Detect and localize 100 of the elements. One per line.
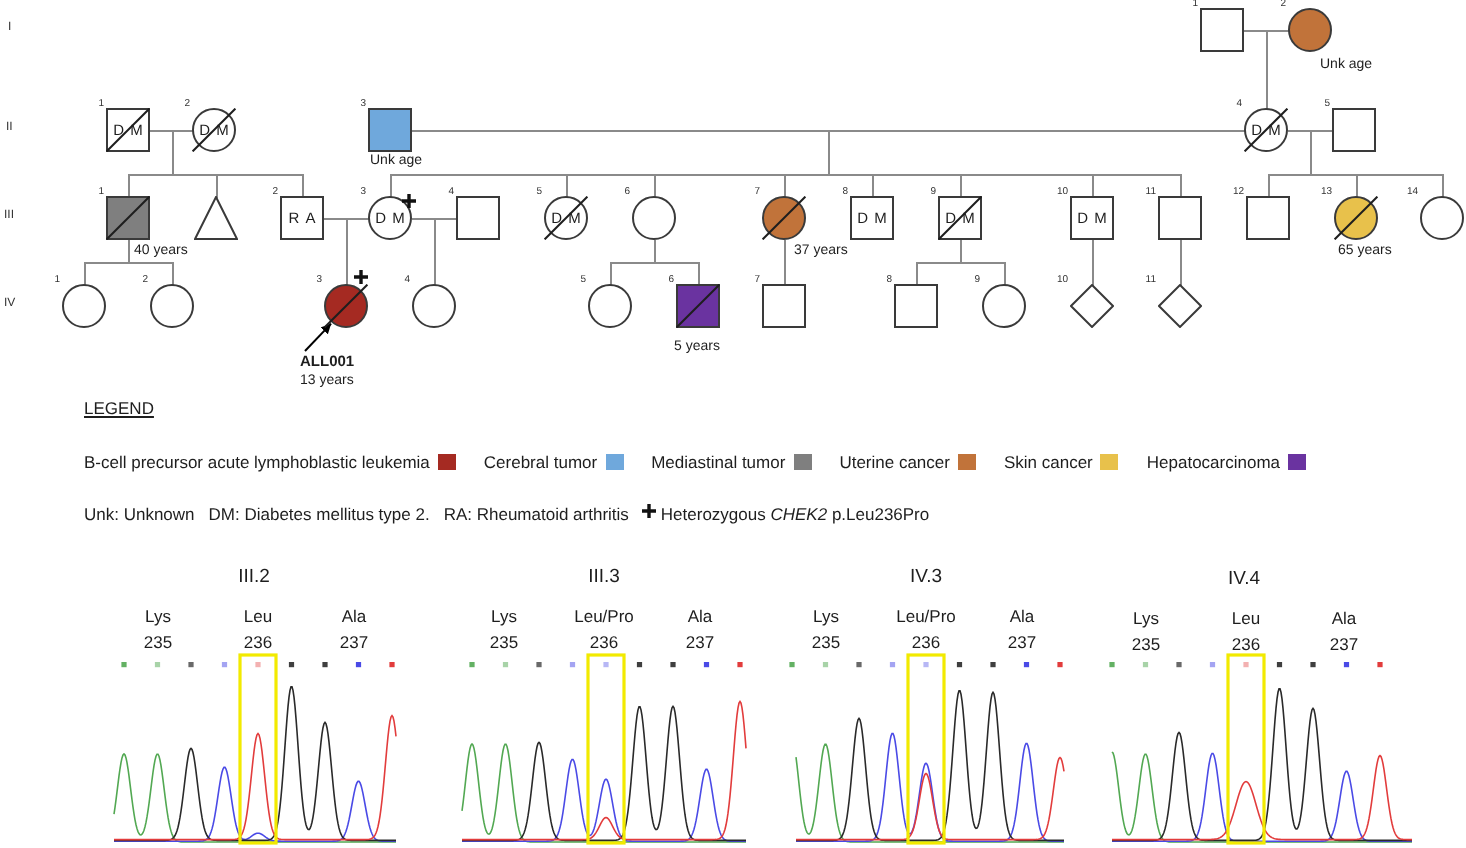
- circle-symbol: [62, 284, 106, 328]
- couple-line: [1244, 30, 1268, 32]
- sibship-line: [1268, 174, 1312, 176]
- descent-line: [1092, 240, 1094, 286]
- circle-symbol: [632, 196, 676, 240]
- couple-line: [1266, 30, 1290, 32]
- circle-symbol: [982, 284, 1026, 328]
- descent-line: [434, 218, 436, 286]
- square-symbol: [106, 196, 150, 240]
- sibship-line: [654, 174, 786, 176]
- descent-line: [390, 174, 392, 198]
- legend-label: Skin cancer: [1003, 454, 1093, 471]
- square-symbol: [676, 284, 720, 328]
- couple-line: [412, 218, 436, 220]
- codon-label: Ala 237: [685, 604, 715, 656]
- descent-line: [916, 262, 918, 286]
- descent-line: [566, 174, 568, 198]
- square-symbol: [456, 196, 500, 240]
- abbreviation-note: RA: Rheumatoid arthritis: [443, 506, 629, 523]
- descent-line: [84, 262, 86, 286]
- codon-label: Lys 235: [1131, 606, 1161, 658]
- descent-line: [1092, 174, 1094, 198]
- codon-label: Ala 237: [1329, 606, 1359, 658]
- sample-label: IV.4: [1227, 570, 1261, 589]
- square-symbol: [1332, 108, 1376, 152]
- codon-label: Leu 236: [1231, 606, 1261, 658]
- descent-line: [654, 240, 656, 264]
- circle-symbol: [324, 284, 368, 328]
- couple-line: [346, 218, 370, 220]
- sibship-line: [1310, 174, 1358, 176]
- circle-symbol: [412, 284, 456, 328]
- descent-line: [1180, 174, 1182, 198]
- square-symbol: [762, 284, 806, 328]
- square-symbol: [1246, 196, 1290, 240]
- legend-label: Heterozygous CHEK2 p.Leu236Pro: [660, 506, 930, 523]
- descent-line: [172, 130, 174, 176]
- sibship-line: [128, 174, 174, 176]
- couple-line: [828, 130, 1246, 132]
- circle-symbol: [762, 196, 806, 240]
- square-symbol: [1070, 196, 1114, 240]
- diamond-symbol: [1158, 284, 1202, 328]
- descent-line: [654, 174, 656, 198]
- descent-line: [216, 174, 218, 198]
- circle-symbol: [150, 284, 194, 328]
- codon-label: Leu/Pro 236: [574, 604, 634, 656]
- abbreviation-note: Unk: Unknown: [84, 506, 195, 523]
- couple-line: [150, 130, 174, 132]
- square-symbol: [1200, 8, 1244, 52]
- descent-line: [1310, 130, 1312, 176]
- couple-line: [172, 130, 194, 132]
- codon-label: Lys 235: [489, 604, 519, 656]
- square-symbol: [1158, 196, 1202, 240]
- legend-label: Cerebral tumor: [483, 454, 598, 471]
- sibship-line: [654, 262, 700, 264]
- descent-line: [698, 262, 700, 286]
- sibship-line: [1092, 174, 1182, 176]
- sibship-line: [84, 262, 130, 264]
- couple-line: [1310, 130, 1334, 132]
- couple-line: [1288, 130, 1312, 132]
- descent-line: [960, 174, 962, 198]
- sibship-line: [216, 174, 304, 176]
- proband-arrow: [304, 322, 333, 352]
- descent-line: [128, 240, 130, 264]
- sample-label: III.2: [238, 568, 270, 587]
- codon-label: Lys 235: [811, 604, 841, 656]
- circle-symbol: [1420, 196, 1464, 240]
- sibship-line: [566, 174, 656, 176]
- descent-line: [302, 174, 304, 198]
- circle-symbol: [368, 196, 412, 240]
- descent-line: [610, 262, 612, 286]
- descent-line: [784, 174, 786, 198]
- circle-symbol: [1334, 196, 1378, 240]
- circle-symbol: [1288, 8, 1332, 52]
- codon-label: Ala 237: [1007, 604, 1037, 656]
- legend-label: B-cell precursor acute lymphoblastic leukemia: [84, 454, 430, 471]
- triangle-symbol: [194, 196, 238, 240]
- descent-line: [128, 174, 130, 198]
- descent-line: [172, 262, 174, 286]
- sibship-line: [960, 174, 1094, 176]
- descent-line: [960, 240, 962, 264]
- legend-label: Uterine cancer: [839, 454, 950, 471]
- square-symbol: [280, 196, 324, 240]
- abbreviation-note: DM: Diabetes mellitus type 2.: [208, 506, 430, 523]
- codon-label: Ala 237: [339, 604, 369, 656]
- sibship-line: [960, 262, 1006, 264]
- couple-line: [434, 218, 458, 220]
- descent-line: [1442, 174, 1444, 198]
- legend-heading: LEGEND: [84, 400, 154, 417]
- descent-line: [872, 174, 874, 198]
- diamond-symbol: [1070, 284, 1114, 328]
- couple-line: [324, 218, 348, 220]
- legend-label: Hepatocarcinoma: [1146, 454, 1281, 471]
- square-symbol: [894, 284, 938, 328]
- sibship-line: [1356, 174, 1444, 176]
- sibship-line: [128, 262, 174, 264]
- descent-line: [1268, 174, 1270, 198]
- descent-line: [1266, 30, 1268, 110]
- sibship-line: [828, 174, 874, 176]
- codon-label: Leu/Pro 236: [896, 604, 956, 656]
- sibship-line: [610, 262, 656, 264]
